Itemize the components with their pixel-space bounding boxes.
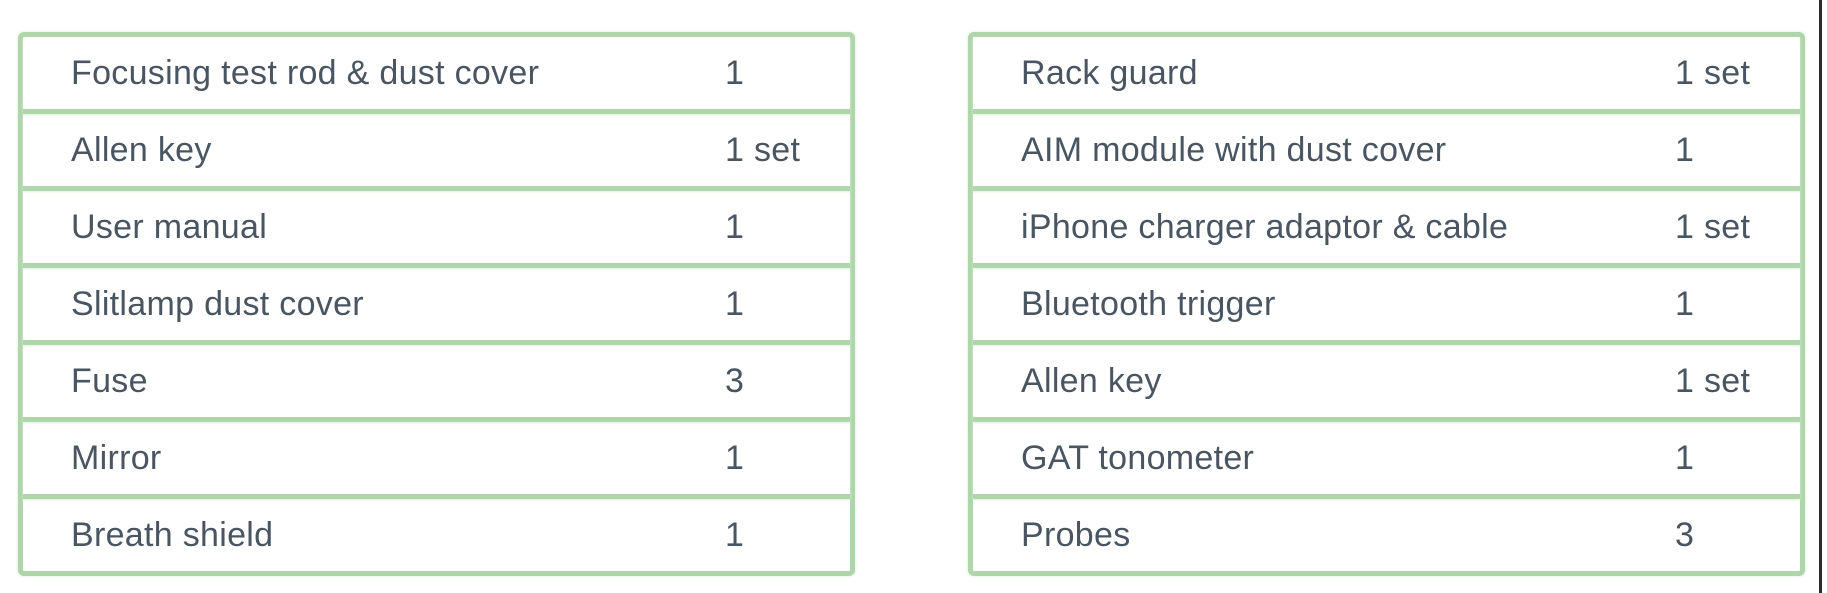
table-row: Rack guard 1 set: [973, 37, 1800, 114]
item-quantity: 1 set: [1675, 361, 1751, 400]
item-quantity: 1: [1675, 284, 1695, 323]
item-name: User manual: [71, 207, 268, 246]
table-row: GAT tonometer 1: [973, 422, 1800, 499]
table-row: Bluetooth trigger 1: [973, 268, 1800, 345]
item-name: Fuse: [71, 361, 148, 400]
table-row: Probes 3: [973, 499, 1800, 571]
item-name: GAT tonometer: [1021, 438, 1255, 477]
item-quantity: 1: [725, 284, 745, 323]
table-row: User manual 1: [23, 191, 850, 268]
table-row: Allen key 1 set: [973, 345, 1800, 422]
table-row: iPhone charger adaptor & cable 1 set: [973, 191, 1800, 268]
item-name: Slitlamp dust cover: [71, 284, 364, 323]
item-quantity: 1 set: [1675, 53, 1751, 92]
table-row: Breath shield 1: [23, 499, 850, 571]
item-quantity: 1: [1675, 130, 1695, 169]
table-row: AIM module with dust cover 1: [973, 114, 1800, 191]
table-row: Fuse 3: [23, 345, 850, 422]
item-name: Probes: [1021, 515, 1131, 554]
item-name: Breath shield: [71, 515, 274, 554]
table-row: Allen key 1 set: [23, 114, 850, 191]
item-name: AIM module with dust cover: [1021, 130, 1447, 169]
item-name: Mirror: [71, 438, 162, 477]
item-name: Allen key: [1021, 361, 1162, 400]
table-row: Slitlamp dust cover 1: [23, 268, 850, 345]
item-quantity: 1: [725, 515, 745, 554]
item-quantity: 1: [725, 53, 745, 92]
accessories-table-left: Focusing test rod & dust cover 1 Allen k…: [18, 32, 855, 576]
item-name: Bluetooth trigger: [1021, 284, 1276, 323]
table-row: Mirror 1: [23, 422, 850, 499]
item-quantity: 1 set: [725, 130, 801, 169]
page-edge-line: [1819, 0, 1822, 593]
table-row: Focusing test rod & dust cover 1: [23, 37, 850, 114]
item-quantity: 3: [725, 361, 745, 400]
item-quantity: 1: [1675, 438, 1695, 477]
item-quantity: 3: [1675, 515, 1695, 554]
item-name: Focusing test rod & dust cover: [71, 53, 540, 92]
item-quantity: 1: [725, 438, 745, 477]
item-quantity: 1 set: [1675, 207, 1751, 246]
item-name: Rack guard: [1021, 53, 1198, 92]
accessories-table-right: Rack guard 1 set AIM module with dust co…: [968, 32, 1805, 576]
item-quantity: 1: [725, 207, 745, 246]
item-name: iPhone charger adaptor & cable: [1021, 207, 1509, 246]
item-name: Allen key: [71, 130, 212, 169]
